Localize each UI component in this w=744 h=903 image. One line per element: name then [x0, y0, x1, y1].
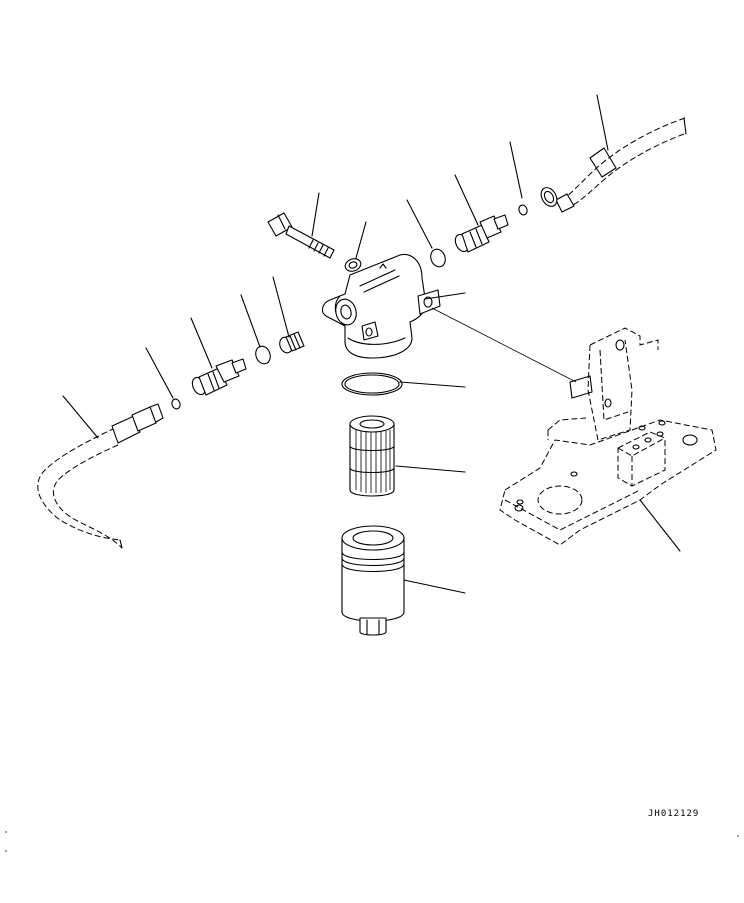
o-ring-left [255, 345, 271, 365]
washer [344, 258, 362, 272]
hose-left [37, 427, 123, 549]
edge-marks [5, 831, 739, 852]
banjo-bolt [267, 212, 335, 259]
filter-element [349, 415, 395, 497]
seal-ring [341, 372, 403, 396]
filter-bowl [341, 525, 405, 636]
leader-lines [62, 94, 681, 594]
o-ring-upper-right-small [518, 204, 528, 216]
adapter-left [191, 358, 247, 396]
hose-right [566, 117, 687, 206]
mounting-bracket [499, 327, 717, 546]
drawing-code: JH012129 [648, 809, 700, 819]
hose-fitting-right [540, 187, 575, 213]
o-ring-upper-right [430, 248, 446, 268]
plug [279, 331, 305, 354]
o-ring-left-small [171, 398, 181, 410]
hose-fitting-left [111, 403, 164, 444]
filter-head [321, 253, 441, 359]
adapter-right [454, 214, 509, 253]
